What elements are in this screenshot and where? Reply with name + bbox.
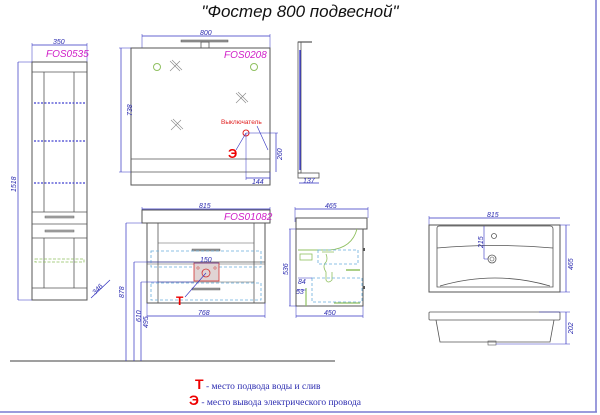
column-height-dim: 1518 bbox=[11, 176, 18, 192]
water-marker: Т bbox=[176, 294, 184, 308]
legend-item-electric: Э - место вывода электрического провода bbox=[189, 392, 362, 410]
side-height-dim: 536 bbox=[283, 263, 290, 275]
mirror-side: 137 bbox=[297, 41, 320, 185]
side-top-depth-dim: 465 bbox=[325, 203, 337, 210]
hole-width-dim: 150 bbox=[200, 257, 212, 264]
basin-depth-dim: 465 bbox=[568, 258, 575, 270]
legend-text-electric: - место вывода электрического провода bbox=[201, 398, 362, 408]
height-495-dim: 495 bbox=[143, 316, 150, 328]
basin-side: 202 bbox=[428, 311, 575, 346]
electric-marker-legend: Э bbox=[189, 392, 199, 408]
switch-label: Выключатель bbox=[221, 119, 262, 126]
side-body-depth-dim: 450 bbox=[324, 310, 336, 317]
basin-width-dim: 815 bbox=[487, 212, 499, 219]
sparkle-icon bbox=[169, 59, 249, 131]
tap-offset-dim: 215 bbox=[478, 236, 485, 249]
switch-height-dim: 260 bbox=[277, 148, 284, 161]
column-cabinet: 350 FOS0535 1518 346 bbox=[11, 39, 111, 301]
column-code: FOS0535 bbox=[46, 49, 89, 60]
column-width-dim: 350 bbox=[53, 39, 65, 46]
mirror-height-dim: 738 bbox=[127, 104, 134, 116]
legend-item-water: Т - место подвода воды и слив bbox=[195, 376, 361, 394]
legend: Т - место подвода воды и слив Э - место … bbox=[189, 376, 361, 410]
basin-height-dim: 202 bbox=[568, 322, 575, 335]
vanity-front: 815 FOS01082 150 Т 768 878 610 bbox=[119, 203, 273, 361]
vanity-side: 465 84 53 536 450 bbox=[283, 203, 369, 318]
drawing-title: "Фостер 800 подвесной" bbox=[201, 2, 399, 21]
vanity-top-width-dim: 815 bbox=[199, 203, 211, 210]
switch-offset-dim: 144 bbox=[252, 179, 264, 186]
side-dim-53: 53 bbox=[296, 289, 304, 296]
column-depth-dim: 346 bbox=[91, 283, 104, 296]
basin-top: 815 215 465 bbox=[428, 212, 575, 293]
mirror-code: FOS0208 bbox=[224, 50, 267, 61]
mirror: 800 FOS0208 Выключатель Э 260 144 738 bbox=[119, 30, 284, 186]
vanity-body-width-dim: 768 bbox=[198, 310, 210, 317]
water-marker-legend: Т bbox=[195, 376, 204, 392]
height-610-dim: 610 bbox=[136, 310, 143, 322]
height-878-dim: 878 bbox=[119, 286, 126, 298]
electric-marker: Э bbox=[228, 146, 237, 161]
mirror-width-dim: 800 bbox=[200, 30, 212, 37]
side-dim-84: 84 bbox=[298, 279, 306, 286]
mirror-side-depth-dim: 137 bbox=[303, 178, 316, 185]
vanity-code: FOS01082 bbox=[224, 212, 273, 223]
legend-text-water: - место подвода воды и слив bbox=[205, 382, 321, 392]
